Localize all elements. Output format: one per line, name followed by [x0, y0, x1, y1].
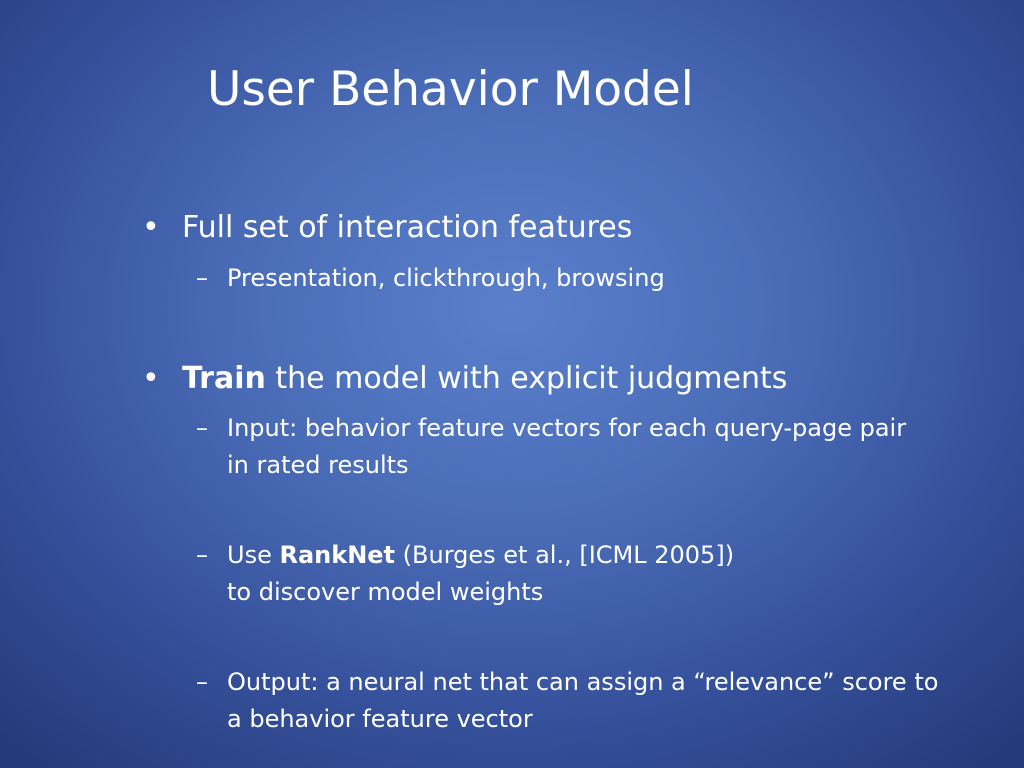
sub-bullet-text: Input: behavior feature vectors for each…	[227, 410, 906, 484]
bullet-icon: •	[142, 361, 160, 396]
slide-title: User Behavior Model	[207, 62, 694, 117]
bold-word-train: Train	[182, 361, 266, 396]
bullet-text: Full set of interaction features	[182, 210, 633, 245]
sub-bullet-text: Use RankNet (Burges et al., [ICML 2005])…	[227, 537, 734, 611]
bold-word-ranknet: RankNet	[279, 541, 396, 569]
dash-icon: –	[196, 541, 208, 569]
sub-bullet-prefix: Use	[227, 541, 280, 569]
dash-icon: –	[196, 668, 208, 696]
sub-bullet-line2: in rated results	[227, 451, 409, 479]
bullet-icon: •	[142, 210, 160, 245]
sub-bullet-line2: a behavior feature vector	[227, 705, 533, 733]
sub-bullet-line1: Output: a neural net that can assign a “…	[227, 668, 939, 696]
sub-bullet-text: Output: a neural net that can assign a “…	[227, 664, 938, 738]
sub-bullet-suffix: (Burges et al., [ICML 2005])	[395, 541, 735, 569]
sub-bullet-line1: Input: behavior feature vectors for each…	[227, 414, 907, 442]
bullet-text-rest: the model with explicit judgments	[265, 361, 788, 396]
dash-icon: –	[196, 264, 208, 292]
dash-icon: –	[196, 414, 208, 442]
bullet-text: Train the model with explicit judgments	[182, 361, 787, 397]
sub-bullet-text: Presentation, clickthrough, browsing	[227, 264, 665, 292]
sub-bullet-line2: to discover model weights	[227, 578, 544, 606]
